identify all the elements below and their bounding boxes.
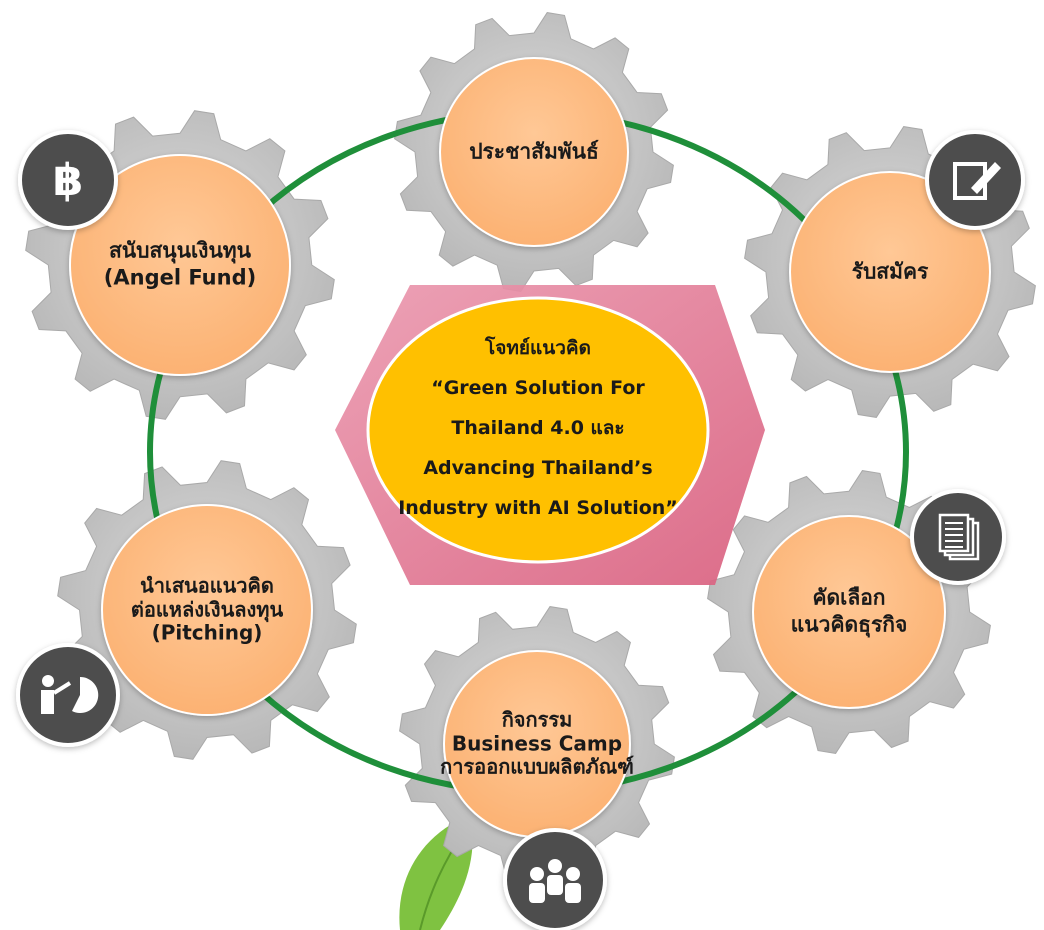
- svg-text:฿: ฿: [53, 155, 84, 206]
- step-circle-pitch: [101, 504, 313, 716]
- center-line: Thailand 4.0 และ: [451, 417, 625, 439]
- step-circle-apply: [789, 171, 991, 373]
- step-label-fund: สนับสนุนเงินทุน (Angel Fund): [104, 238, 256, 293]
- center-line: Industry with AI Solution”: [398, 497, 678, 519]
- step-label-line: กิจกรรม: [501, 707, 573, 732]
- step-circle-fund: [69, 154, 291, 376]
- baht-icon: ฿: [18, 130, 118, 230]
- step-label-line: การออกแบบผลิตภัณฑ์: [440, 754, 634, 779]
- step-label-line: ประชาสัมพันธ์: [469, 139, 599, 164]
- center-ellipse: [366, 296, 710, 564]
- center-topic-label: โจทย์แนวคิด “Green Solution For Thailand…: [373, 328, 703, 528]
- step-label-line: Business Camp: [451, 731, 623, 756]
- step-label-line: (Pitching): [151, 620, 263, 645]
- step-label-line: แนวคิดธุรกิจ: [790, 613, 908, 637]
- step-label-camp: กิจกรรม Business Camp การออกแบบผลิตภัณฑ์: [440, 707, 634, 780]
- step-label-apply: รับสมัคร: [852, 260, 929, 285]
- documents-icon: [910, 489, 1006, 585]
- step-label-select: คัดเลือก แนวคิดธุรกิจ: [791, 585, 907, 640]
- presentation-icon: [16, 643, 120, 747]
- team-icon: [503, 828, 607, 930]
- center-line: “Green Solution For: [431, 377, 645, 399]
- step-label-pitch: นำเสนอแนวคิด ต่อแหล่งเงินลงทุน (Pitching…: [130, 573, 284, 646]
- step-circle-select: [752, 515, 946, 709]
- step-label-line: นำเสนอแนวคิด: [140, 573, 274, 598]
- step-label-pr: ประชาสัมพันธ์: [469, 140, 599, 165]
- step-circle-pr: [439, 57, 629, 247]
- center-line: Advancing Thailand’s: [423, 457, 653, 479]
- center-line: โจทย์แนวคิด: [485, 337, 591, 359]
- step-label-line: (Angel Fund): [103, 266, 257, 290]
- step-label-line: รับสมัคร: [851, 259, 929, 284]
- step-label-line: คัดเลือก: [812, 585, 886, 610]
- step-label-line: ต่อแหล่งเงินลงทุน: [130, 597, 284, 622]
- step-label-line: สนับสนุนเงินทุน: [108, 238, 252, 263]
- edit-form-icon: [925, 130, 1025, 230]
